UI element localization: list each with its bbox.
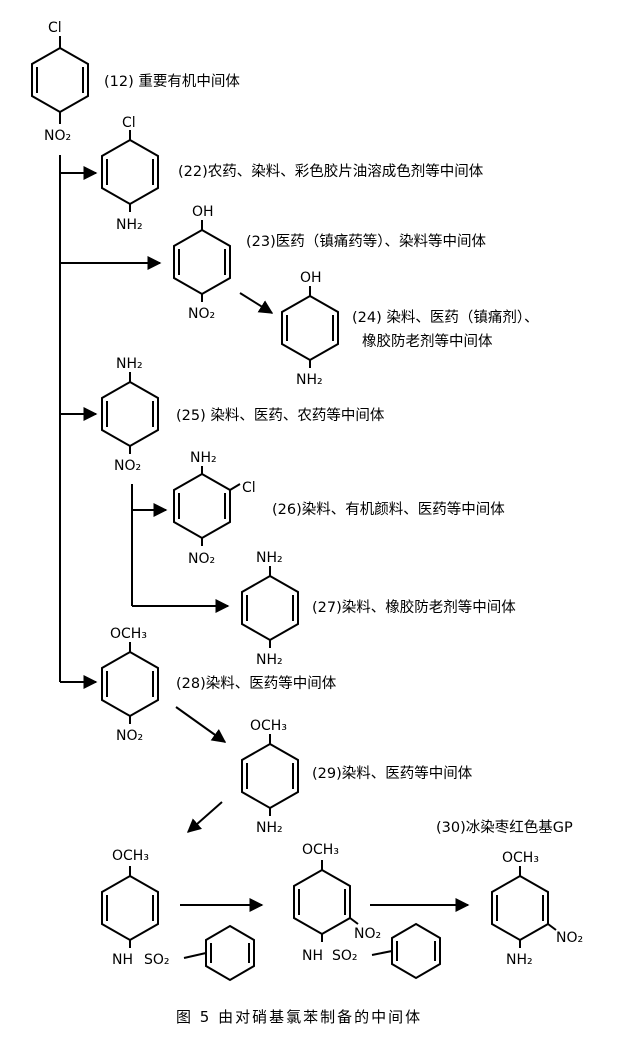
label-23: (23)医药（镇痛药等）、染料等中间体 [246, 232, 487, 250]
compound-30: (30)冰染枣红色基GP OCH₃ NO₂ NH₂ [436, 819, 583, 968]
nh2-label: NH₂ [190, 450, 217, 466]
arrow-23-to-24 [239, 292, 274, 314]
nh2-label: NH₂ [506, 952, 533, 968]
compound-28: OCH₃ NO₂ (28)染料、医药等中间体 [101, 626, 337, 744]
och3-label: OCH₃ [250, 718, 287, 734]
no2-label: NO₂ [188, 306, 215, 322]
benzene-ring [101, 874, 159, 942]
no2-label: NO₂ [114, 458, 141, 474]
compound-23: OH NO₂ (23)医药（镇痛药等）、染料等中间体 [173, 204, 487, 322]
compound-nitro-sulfonamide: OCH₃ NO₂ NH SO₂ [293, 842, 441, 980]
och3-label: OCH₃ [110, 626, 147, 642]
arrow-29-to-sulfonamide [186, 801, 223, 833]
no2-label: NO₂ [188, 551, 215, 567]
och3-label: OCH₃ [302, 842, 339, 858]
bond-no2 [547, 923, 557, 931]
compound-12: Cl NO₂ (12) 重要有机中间体 [31, 20, 240, 144]
compound-22: Cl NH₂ (22)农药、染料、彩色胶片油溶成色剂等中间体 [101, 115, 484, 233]
benzene-ring [491, 874, 549, 942]
benzene-ring [293, 868, 351, 936]
label-12: (12) 重要有机中间体 [104, 73, 240, 90]
label-22: (22)农药、染料、彩色胶片油溶成色剂等中间体 [178, 162, 484, 180]
nh-label: NH [302, 948, 323, 964]
nh-label: NH [112, 952, 133, 968]
label-26: (26)染料、有机颜料、医药等中间体 [272, 500, 505, 518]
benzene-ring [241, 574, 299, 642]
oh-label: OH [192, 204, 214, 220]
benzene-ring [31, 46, 89, 114]
benzene-ring [101, 380, 159, 448]
benzene-ring [241, 742, 299, 810]
bond-s-ph [183, 952, 207, 959]
compound-25: NH₂ NO₂ (25) 染料、医药、农药等中间体 [101, 356, 385, 474]
label-27: (27)染料、橡胶防老剂等中间体 [312, 598, 516, 616]
och3-label: OCH₃ [502, 850, 539, 866]
no2-label: NO₂ [116, 728, 143, 744]
nh2-label: NH₂ [116, 217, 143, 233]
nh2-label: NH₂ [256, 550, 283, 566]
cl-label: Cl [122, 115, 136, 131]
benzene-ring [101, 650, 159, 718]
cl-label: Cl [48, 20, 62, 36]
nh2-label: NH₂ [116, 356, 143, 372]
no2-label: NO₂ [556, 930, 583, 946]
compound-29: OCH₃ NH₂ (29)染料、医药等中间体 [241, 718, 473, 836]
label-24-line1: (24) 染料、医药（镇痛剂）、 [352, 309, 539, 326]
label-24-line2: 橡胶防老剂等中间体 [362, 332, 493, 350]
benzene-ring [173, 228, 231, 296]
arrow-28-to-29 [175, 706, 227, 743]
bond-no2 [349, 917, 359, 925]
phenyl-ring [391, 922, 441, 980]
phenyl-ring [205, 924, 255, 982]
bond-s-ph [371, 950, 393, 956]
benzene-ring [101, 138, 159, 206]
benzene-ring [173, 472, 231, 540]
compound-26: NH₂ Cl NO₂ (26)染料、有机颜料、医药等中间体 [173, 450, 505, 567]
oh-label: OH [300, 270, 322, 286]
nh2-label: NH₂ [296, 372, 323, 388]
no2-label: NO₂ [354, 926, 381, 942]
compound-sulfonamide: OCH₃ NH SO₂ [101, 848, 255, 982]
cl-label: Cl [242, 480, 256, 496]
benzene-ring [281, 294, 339, 362]
bond-cl [229, 483, 241, 491]
compound-24: OH NH₂ (24) 染料、医药（镇痛剂）、 橡胶防老剂等中间体 [281, 270, 539, 388]
label-30: (30)冰染枣红色基GP [436, 819, 573, 836]
label-29: (29)染料、医药等中间体 [312, 764, 473, 782]
so2-label: SO₂ [332, 948, 358, 964]
label-28: (28)染料、医药等中间体 [176, 674, 337, 692]
label-25: (25) 染料、医药、农药等中间体 [176, 406, 385, 424]
figure-caption: 图 5 由对硝基氯苯制备的中间体 [176, 1008, 422, 1026]
no2-label: NO₂ [44, 128, 71, 144]
so2-label: SO₂ [144, 952, 170, 968]
nh2-label: NH₂ [256, 652, 283, 668]
och3-label: OCH₃ [112, 848, 149, 864]
nh2-label: NH₂ [256, 820, 283, 836]
compound-27: NH₂ NH₂ (27)染料、橡胶防老剂等中间体 [241, 550, 516, 668]
